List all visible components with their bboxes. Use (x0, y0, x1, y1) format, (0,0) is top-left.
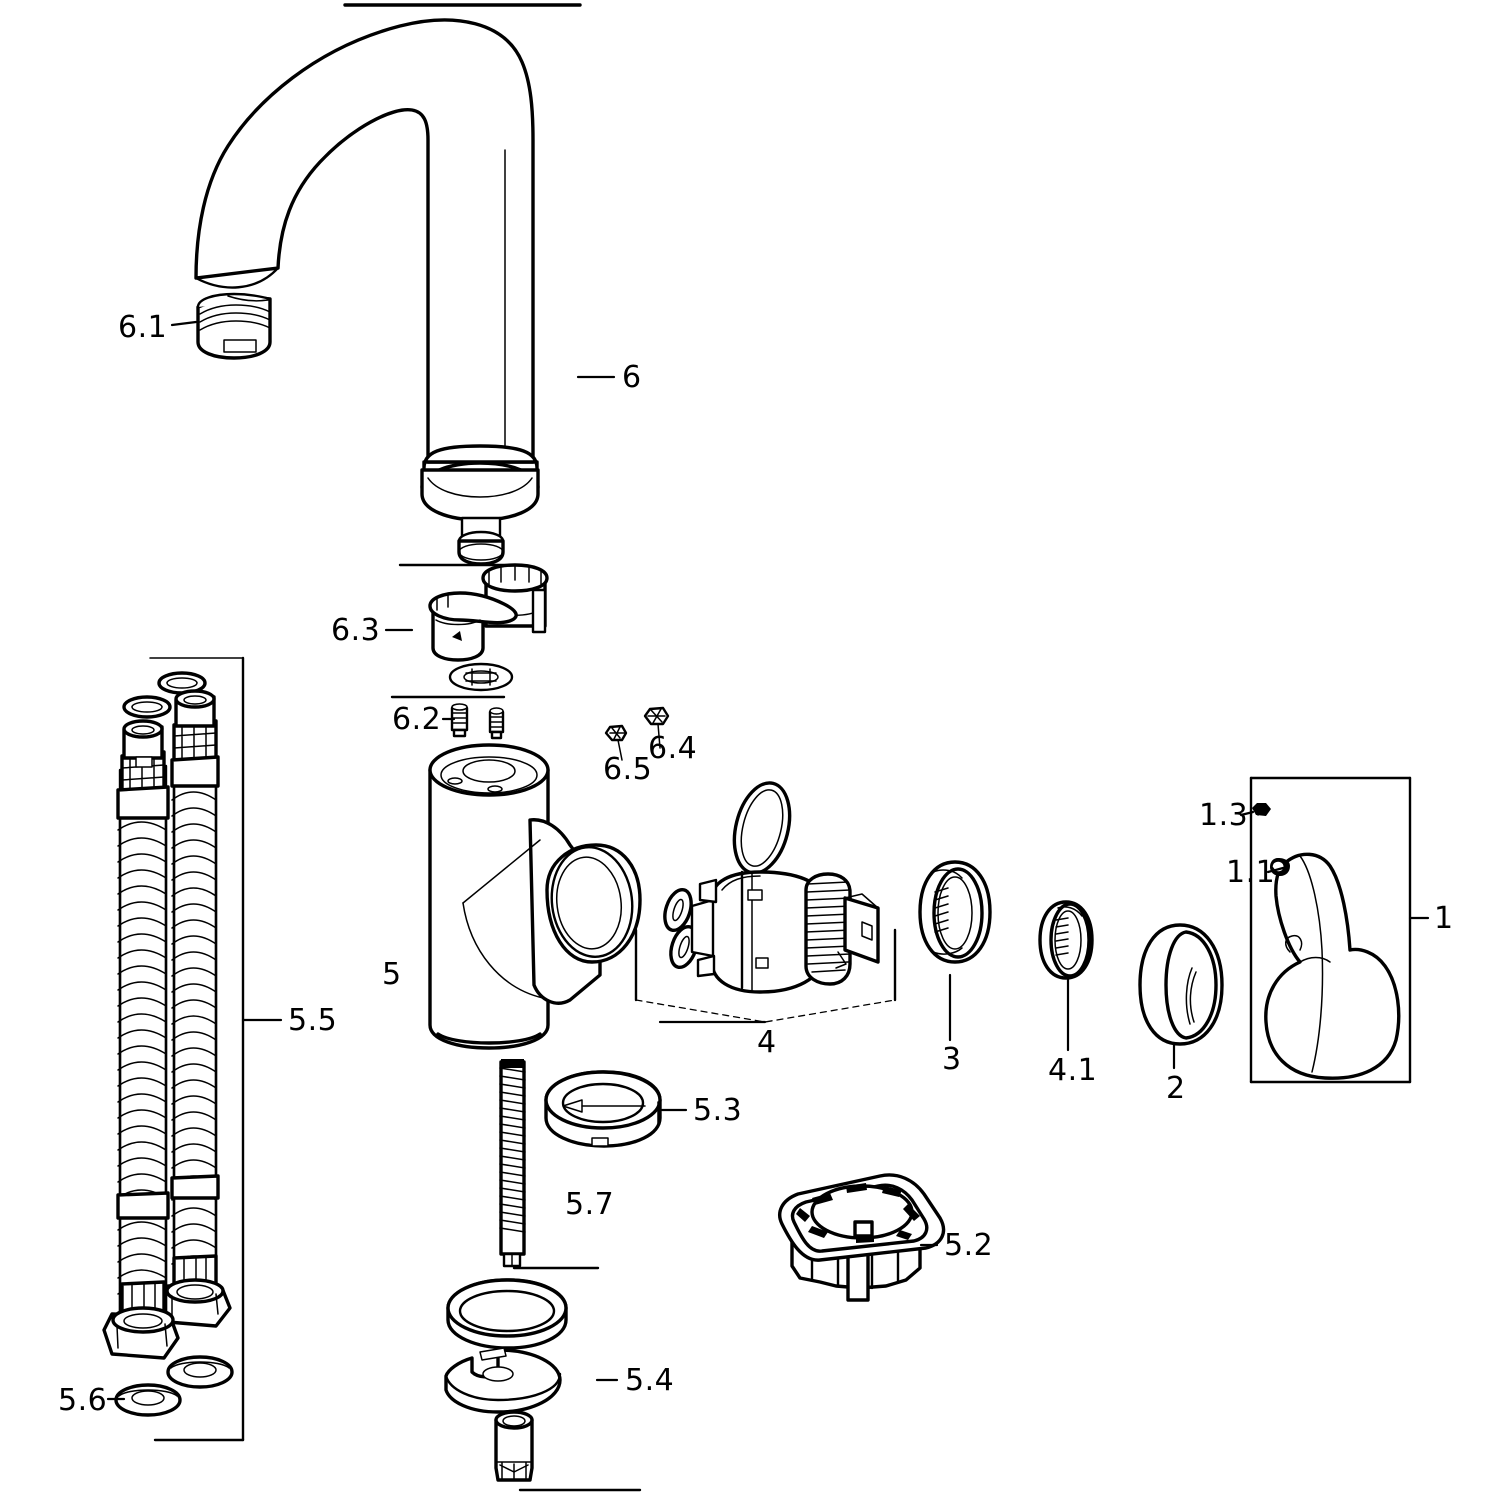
gasket-ring (446, 1278, 568, 1350)
part-5-6-washers (114, 1355, 234, 1417)
part-5-faucet-body (428, 743, 642, 1050)
callout-5-2: 5.2 (944, 1228, 994, 1263)
connector-nut (494, 1410, 534, 1482)
callout-6-3: 6.3 (331, 613, 381, 648)
callout-5: 5 (382, 957, 402, 992)
callout-5-7: 5.7 (565, 1187, 615, 1222)
callout-6-5: 6.5 (603, 752, 653, 787)
callout-3: 3 (942, 1042, 962, 1077)
part-5-2-mounting-bracket (778, 1173, 946, 1302)
callout-5-5: 5.5 (288, 1003, 338, 1038)
part-5-5-supply-hoses (102, 656, 245, 1442)
cartridge-seals (663, 887, 699, 970)
cartridge-body (690, 870, 880, 994)
part-6-5-screw (604, 724, 628, 761)
part-5-3-washer-ring (544, 1070, 662, 1148)
hose-o-rings (122, 671, 207, 719)
part-5-4-gasket-washer-nut (444, 1278, 568, 1482)
callout-leaders (106, 320, 1430, 1401)
part-6-spout (194, 18, 540, 566)
callout-6-2: 6.2 (392, 702, 442, 737)
cartridge-o-ring-large (732, 781, 792, 875)
part-5-7-threaded-stud (499, 1059, 526, 1268)
part-1-lever-handle (1249, 776, 1412, 1084)
part-3-escutcheon-cap (918, 860, 992, 964)
part-4-1-retaining-nut (1038, 900, 1094, 980)
callout-1-3: 1.3 (1199, 798, 1249, 833)
callout-5-3: 5.3 (693, 1093, 743, 1128)
part-6-4-screw (643, 706, 670, 749)
part-2-handle-sleeve (1138, 923, 1224, 1046)
callout-4: 4 (757, 1025, 777, 1060)
part-1-3-screw (1252, 803, 1271, 816)
callout-6-4: 6.4 (648, 731, 698, 766)
part-4-cartridge-assembly (634, 781, 897, 1023)
part-washer-below-clips (448, 662, 514, 692)
callout-2: 2 (1166, 1071, 1186, 1106)
callout-1-1: 1.1 (1226, 855, 1276, 890)
callout-6: 6 (622, 360, 642, 395)
part-6-1-aerator (196, 292, 272, 360)
part-6-3-retainer-clips (428, 563, 549, 662)
callout-1: 1 (1434, 901, 1454, 936)
bracket-4 (634, 928, 897, 1023)
c-washer (444, 1347, 562, 1414)
callout-6-1: 6.1 (118, 310, 168, 345)
callout-5-6: 5.6 (58, 1383, 108, 1418)
hose-rear (158, 689, 232, 1328)
hose-front (102, 719, 180, 1360)
callout-4-1: 4.1 (1048, 1053, 1098, 1088)
callout-5-4: 5.4 (625, 1363, 675, 1398)
part-6-2-set-screws (450, 703, 505, 740)
